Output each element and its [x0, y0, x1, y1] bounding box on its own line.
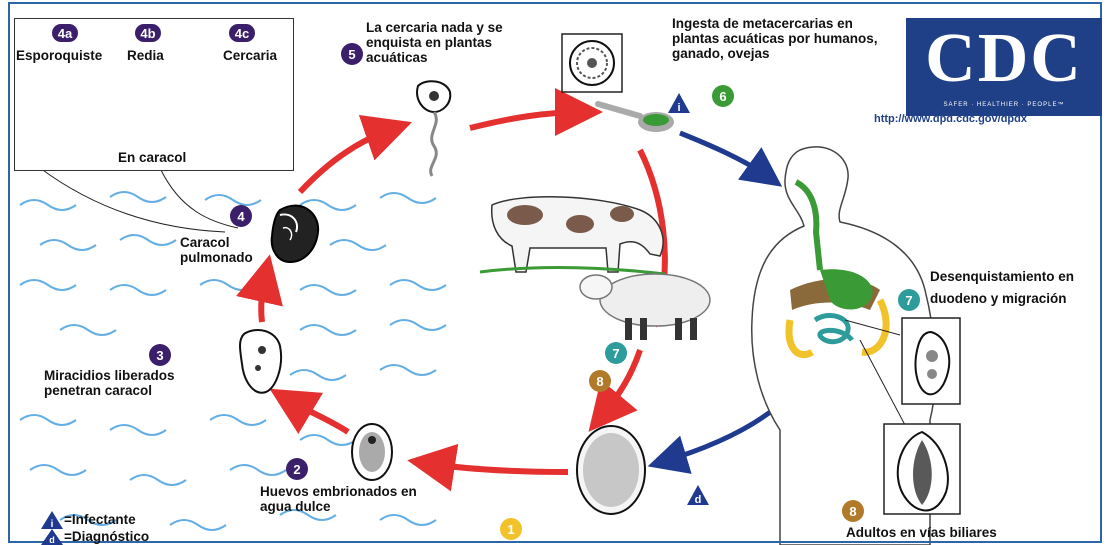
badge-step-7-animal: 7 [605, 342, 627, 364]
label-step-6: Ingesta de metacercarias en plantas acuá… [672, 16, 902, 61]
legend-diagnostico: =Diagnóstico [64, 529, 149, 544]
cdc-url: http://www.dpd.cdc.gov/dpdx [874, 113, 1027, 125]
cdc-tagline: SAFER · HEALTHIER · PEOPLE™ [906, 102, 1102, 108]
label-step-2: Huevos embrionados en agua dulce [260, 484, 450, 514]
label-step-5: La cercaria nada y se enquista en planta… [366, 20, 556, 65]
diagnostic-marker-text: d [695, 494, 702, 506]
cdc-logo: CDC SAFER · HEALTHIER · PEOPLE™ [906, 18, 1102, 116]
label-step-3: Miracidios liberados penetran caracol [44, 368, 234, 398]
diagnostic-stage-marker: d [686, 484, 710, 506]
badge-4a: 4a [52, 24, 78, 42]
label-esporoquiste: Esporoquiste [16, 48, 102, 63]
badge-4b: 4b [135, 24, 161, 42]
badge-step-6: 6 [712, 85, 734, 107]
badge-4c: 4c [229, 24, 255, 42]
badge-step-5: 5 [341, 43, 363, 65]
label-en-caracol: En caracol [118, 150, 186, 165]
badge-step-3: 3 [149, 344, 171, 366]
label-cercaria: Cercaria [223, 48, 277, 63]
badge-step-7-human: 7 [898, 289, 920, 311]
label-step-4: Caracol pulmonado [180, 235, 280, 265]
badge-step-4: 4 [230, 205, 252, 227]
badge-step-8-human: 8 [842, 500, 864, 522]
cdc-logo-letters: CDC [906, 22, 1102, 96]
legend-infective-marker: i [40, 510, 64, 530]
legend-diagnostic-marker-text: d [49, 535, 55, 545]
label-redia: Redia [127, 48, 164, 63]
infective-stage-marker: i [667, 92, 691, 114]
legend-diagnostic-marker: d [40, 528, 64, 545]
legend-infectante: =Infectante [64, 512, 136, 527]
badge-step-8-animal: 8 [589, 370, 611, 392]
infective-marker-text: i [677, 102, 680, 114]
label-step-7: Desenquistamiento en duodeno y migración [930, 266, 1100, 310]
badge-step-1: 1 [500, 518, 522, 540]
label-step-7-text: Desenquistamiento en duodeno y migración [930, 266, 1100, 310]
badge-step-2: 2 [286, 458, 308, 480]
label-step-8: Adultos en vías biliares [846, 525, 1046, 540]
